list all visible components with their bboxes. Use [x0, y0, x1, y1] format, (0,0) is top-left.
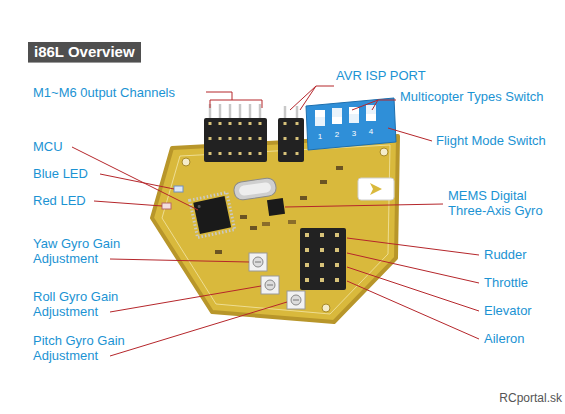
mount-hole: [322, 304, 330, 312]
leader-lines: [72, 86, 479, 356]
dip-switch: [306, 98, 396, 150]
watermark: RCportal.sk: [499, 391, 562, 406]
switch-number: 3: [349, 129, 359, 138]
part-label: Yaw Gyro Gain Adjustment: [33, 236, 145, 266]
part-label: Pitch Gyro Gain Adjustment: [33, 333, 145, 363]
part-label: MEMS Digital Three-Axis Gyro: [448, 188, 560, 218]
pin-label: Aileron: [484, 331, 524, 346]
part-label: AVR ISP PORT: [336, 68, 426, 83]
crystal: [233, 177, 277, 201]
part-label: MCU: [33, 139, 63, 154]
switch-number: 1: [315, 132, 325, 141]
switch-number: 4: [366, 127, 376, 136]
pin-label: Elevator: [484, 303, 532, 318]
pin-label: Throttle: [484, 275, 528, 290]
pin-label: Rudder: [484, 247, 527, 262]
part-label: Roll Gyro Gain Adjustment: [33, 289, 145, 319]
switch-number: 2: [332, 130, 342, 139]
gyro-chip: [262, 198, 296, 226]
direction-arrow: [358, 178, 394, 200]
part-label: M1~M6 0utput Channels: [33, 85, 175, 100]
mount-hole: [182, 158, 190, 166]
mount-hole: [380, 148, 388, 156]
mcu-chip: [190, 192, 235, 237]
output-header: [204, 104, 267, 162]
receiver-header: [300, 228, 346, 290]
title-banner: i86L Overview: [28, 42, 141, 63]
blue-led: [174, 186, 183, 192]
gain-pot: [249, 253, 305, 309]
part-label: Red LED: [33, 193, 86, 208]
pcb-board: [152, 136, 398, 322]
part-label: Multicopter Types Switch: [400, 89, 544, 104]
isp-header: [278, 106, 304, 162]
part-label: Blue LED: [33, 166, 88, 181]
part-label: Flight Mode Switch: [436, 133, 546, 148]
red-led: [162, 203, 171, 209]
silkscreen-outline: [162, 145, 390, 314]
